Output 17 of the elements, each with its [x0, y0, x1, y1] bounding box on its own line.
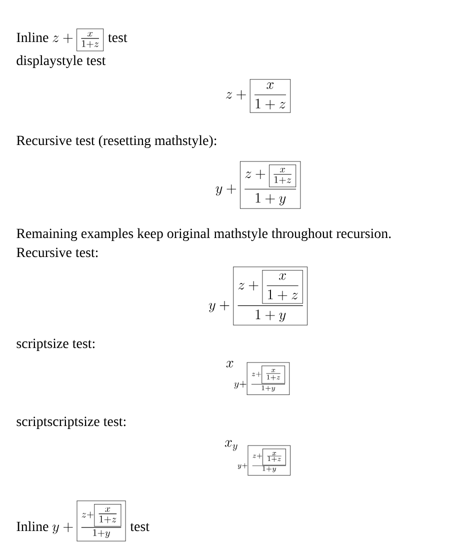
formula: $x_{y+\fbox{$\scriptstyle\frac{z+\fbox{$\scriptstyle\frac{x}{1+z}$}}{1+y}$}}$	[226, 360, 290, 395]
formula: $z+\fbox{$\frac{x}{1+z}$}$	[52, 28, 104, 51]
plain-text: Recursive test (resetting mathstyle):	[16, 135, 216, 148]
plain-text: displaystyle test	[16, 55, 106, 68]
formula: $z+\fbox{$\displaystyle\frac{x}{1+z}$}$	[226, 79, 291, 113]
formula: $y+\fbox{$\displaystyle\frac{z+\fbox{$\frac{x}{1+z}$}}{1+y}$}$	[216, 161, 301, 209]
plain-text: scriptscriptsize test:	[16, 416, 126, 429]
plain-text: Inline	[16, 32, 48, 42]
formula: $x_{y_{y+\fbox{$\scriptscriptstyle\frac{z+\fbox{$\scriptscriptstyle\frac{x}{1+z}$}}{1+y}$}}}$	[224, 440, 290, 476]
formula: $y+\fbox{$\displaystyle\frac{z+\fbox{$\displaystyle\frac{x}{1+z}$}}{1+y}$}$	[208, 266, 308, 326]
plain-text: test	[130, 523, 150, 532]
plain-text: scriptsize test:	[16, 338, 94, 351]
plain-text: Remaining examples keep original mathstyle throughout recursion.	[16, 228, 391, 241]
formula: $y+\fbox{$\frac{z+\fbox{$\frac{x}{1+z}$}}{1+y}$}$	[52, 500, 126, 542]
plain-text: Inline	[16, 521, 48, 532]
plain-text: Recursive test:	[16, 248, 98, 258]
plain-text: test	[108, 34, 128, 42]
